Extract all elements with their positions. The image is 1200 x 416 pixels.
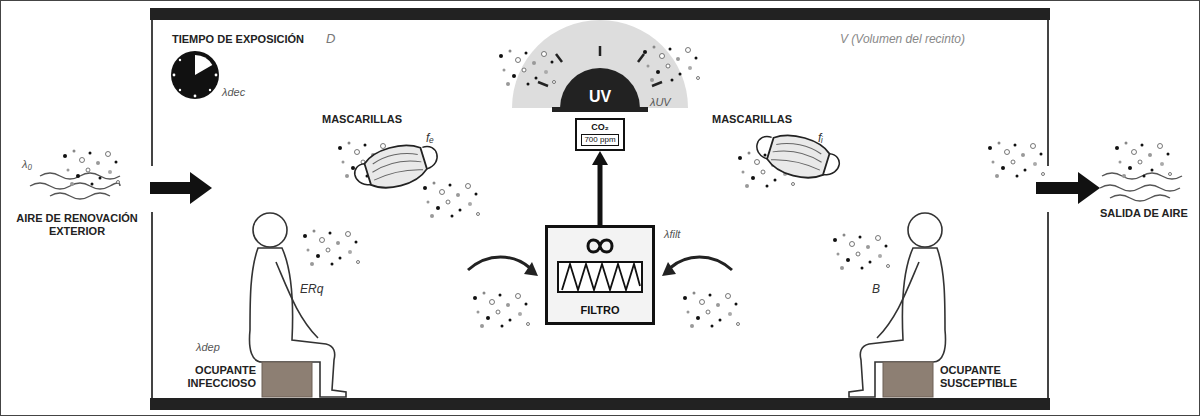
symbol-label: ERq — [300, 282, 323, 296]
outflow-arrow — [1036, 172, 1100, 204]
face-masks — [351, 128, 843, 194]
infectious-person — [250, 213, 347, 397]
uv-glow — [512, 20, 688, 108]
inflow-label: AIRE DE RENOVACIÓN EXTERIOR — [6, 212, 148, 238]
mask-label: MASCARILLAS — [712, 113, 792, 126]
inflow-arrow — [150, 172, 212, 204]
walls — [152, 20, 1048, 398]
floor-bar — [150, 398, 1050, 410]
symbol-label: B — [872, 282, 880, 296]
outflow-wind — [1100, 173, 1182, 201]
node-label: UV — [589, 88, 611, 106]
volume-note: V (Volumen del recinto) — [840, 32, 965, 46]
occupant-label: OCUPANTE INFECCIOSO — [176, 364, 256, 390]
ceiling-bar — [150, 8, 1050, 20]
susceptible-person — [849, 213, 946, 397]
node-label: CO₂ — [581, 122, 619, 133]
uv-lamp: UV — [560, 68, 640, 108]
arrow-head — [592, 151, 608, 165]
symbol-label: fᵢ — [818, 131, 823, 145]
rate-symbol: λdec — [222, 86, 245, 99]
node-label: FILTRO — [581, 304, 620, 317]
inflow-wind — [30, 173, 120, 199]
filter-box: FILTRO — [545, 225, 655, 325]
mask-label: MASCARILLAS — [322, 113, 402, 126]
particles — [63, 46, 1172, 329]
node-value: 700 ppm — [581, 134, 619, 146]
rate-symbol: λdep — [196, 341, 220, 354]
symbol-label: D — [326, 31, 335, 46]
rate-symbol: λUV — [650, 96, 671, 109]
co2-meter: CO₂700 ppm — [575, 118, 625, 151]
clock-icon — [171, 51, 219, 99]
rate-symbol: λ₀ — [22, 158, 32, 171]
flow-arrow — [598, 165, 603, 225]
section-label: TIEMPO DE EXPOSICIÓN — [172, 33, 304, 46]
outflow-label: SALIDA DE AIRE — [1100, 207, 1188, 220]
rate-symbol: λfilt — [664, 228, 680, 241]
occupant-label: OCUPANTE SUSCEPTIBLE — [940, 364, 1040, 390]
symbol-label: fₑ — [426, 131, 434, 145]
